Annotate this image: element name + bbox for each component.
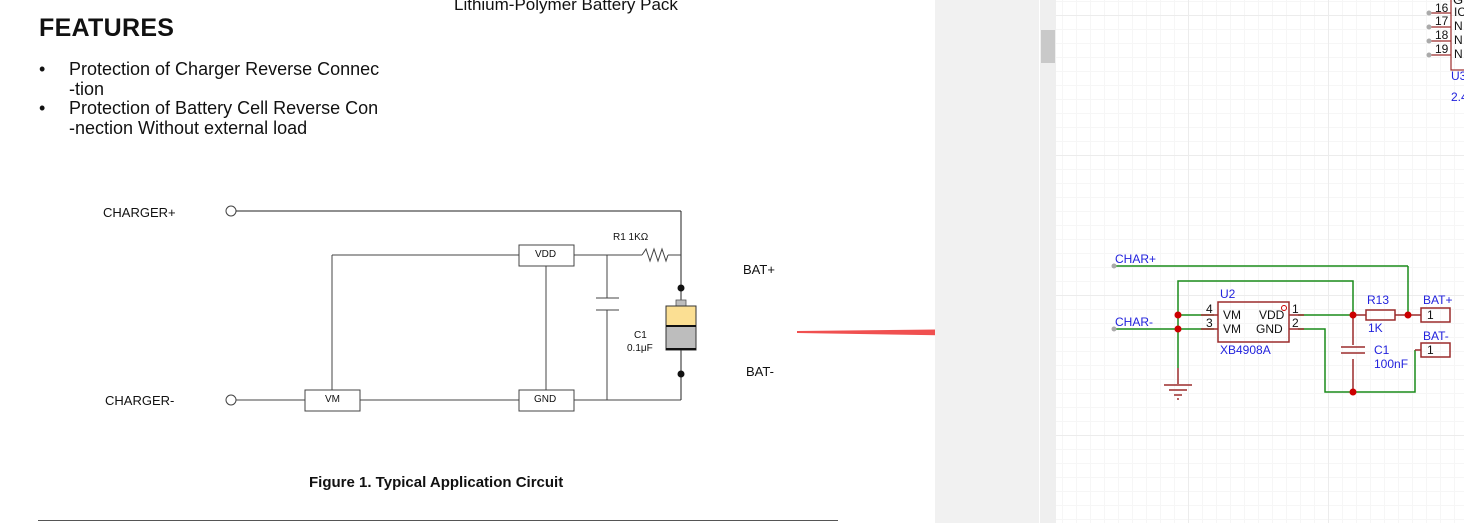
bat-minus-label: BAT-: [746, 364, 774, 379]
feature-text-line: Protection of Charger Reverse Connec: [69, 59, 380, 79]
bullet-icon: •: [39, 59, 46, 79]
junction-dot: [1174, 311, 1182, 319]
junction-dot: [1349, 311, 1357, 319]
u3-pin-number: 17: [1435, 14, 1449, 28]
c1-designator[interactable]: C1: [1374, 343, 1390, 357]
charger-plus-terminal: [225, 205, 237, 217]
feature-text-line: -nection Without external load: [69, 117, 308, 138]
u3-pin-number: 16: [1435, 1, 1449, 15]
schematic-drawing: [1111, 0, 1464, 400]
battery-cell-icon: [665, 299, 697, 351]
r13-designator[interactable]: R13: [1367, 293, 1390, 307]
bat-plus-connector-name[interactable]: BAT+: [1423, 293, 1453, 307]
u3-pin-name: IC: [1454, 5, 1464, 19]
junction-dot: [1349, 388, 1357, 396]
u2-pin-number: 2: [1292, 316, 1299, 330]
c1-value[interactable]: 100nF: [1374, 357, 1409, 371]
u2-pin-name: GND: [1256, 322, 1283, 336]
r1-resistor-symbol: [641, 247, 669, 263]
charger-minus-terminal: [225, 394, 237, 406]
bat-plus-label: BAT+: [743, 262, 775, 277]
char-plus-net-end: [1111, 263, 1117, 269]
u3-pin-number: 18: [1435, 28, 1449, 42]
pin1-marker-icon: [1281, 305, 1287, 311]
scrollbar-thumb[interactable]: [1041, 30, 1055, 63]
feature-item: • Protection of Battery Cell Reverse Con…: [39, 98, 469, 138]
ground-icon: [1164, 384, 1192, 400]
bat-minus-connector-name[interactable]: BAT-: [1423, 329, 1449, 343]
u3-pin-name: N: [1454, 33, 1463, 47]
net-label-char-plus[interactable]: CHAR+: [1115, 252, 1157, 266]
r13-value[interactable]: 1K: [1368, 321, 1383, 335]
c1-capacitor: [1341, 346, 1365, 354]
features-heading: FEATURES: [39, 14, 175, 42]
u3-top-pin-name: G: [1453, 0, 1463, 7]
pin-end: [1426, 10, 1432, 16]
junction-dot: [1404, 311, 1412, 319]
bat-plus-connector-pin: 1: [1427, 308, 1434, 322]
u2-body: [1217, 301, 1290, 343]
document-title-fragment: Lithium-Polymer Battery Pack: [454, 0, 678, 14]
net-label-char-minus[interactable]: CHAR-: [1115, 315, 1153, 329]
vdd-pin-label: VDD: [535, 249, 557, 260]
charger-plus-label: CHARGER+: [103, 205, 176, 220]
u2-pin-number: 1: [1292, 302, 1299, 316]
r1-label: R1 1KΩ: [613, 232, 649, 243]
junction-dot: [1174, 325, 1182, 333]
u3-pin-number: 19: [1435, 42, 1449, 56]
page-divider: [38, 520, 838, 521]
vm-pin-label: VM: [325, 394, 340, 405]
char-minus-net-end: [1111, 326, 1117, 332]
u2-pin-name: VM: [1223, 322, 1241, 336]
gnd-loop-wire: [1298, 328, 1416, 393]
vertical-scrollbar[interactable]: [1039, 0, 1056, 523]
bat-minus-connector-pin: 1: [1427, 343, 1434, 357]
pin-end: [1426, 52, 1432, 58]
feature-text-line: Protection of Battery Cell Reverse Con: [69, 98, 379, 118]
u3-designator[interactable]: U3: [1451, 69, 1464, 83]
application-circuit-figure: [225, 205, 697, 412]
u2-pin-name: VM: [1223, 308, 1241, 322]
u3-pin-name: N: [1454, 19, 1463, 33]
u3-value[interactable]: 2.4: [1451, 90, 1464, 104]
u2-pin-number: 4: [1206, 302, 1213, 316]
gnd-pin-label: GND: [534, 394, 557, 405]
feature-text-line: -tion: [69, 78, 105, 99]
editor-gutter: [935, 0, 1039, 523]
bat-plus-connector: [1420, 307, 1451, 323]
c1-value-label: 0.1μF: [627, 343, 653, 354]
u2-designator[interactable]: U2: [1220, 287, 1236, 301]
bat-minus-connector: [1420, 342, 1451, 358]
pin-end: [1426, 24, 1432, 30]
figure-caption: Figure 1. Typical Application Circuit: [309, 474, 564, 491]
u2-part-number[interactable]: XB4908A: [1220, 343, 1271, 357]
feature-item: • Protection of Charger Reverse Connec -…: [39, 59, 469, 99]
u3-partial-ic: [1426, 0, 1464, 71]
features-list: • Protection of Charger Reverse Connec -…: [39, 59, 469, 138]
schematic-canvas[interactable]: G 16 17 18 19 IC N N N U3 2.4 CHAR+ CHAR…: [1056, 0, 1464, 523]
datasheet-page: Lithium-Polymer Battery Pack FEATURES • …: [38, 0, 838, 521]
pin-end: [1426, 38, 1432, 44]
r13-resistor: [1365, 309, 1396, 321]
bat-plus-junction: [677, 284, 685, 292]
u2-pin-number: 3: [1206, 316, 1213, 330]
bat-minus-junction: [677, 370, 685, 378]
bullet-icon: •: [39, 98, 46, 118]
u3-pin-name: N: [1454, 47, 1463, 61]
u2-pin-name: VDD: [1259, 308, 1285, 322]
c1-label: C1: [634, 330, 647, 341]
charger-minus-label: CHARGER-: [105, 393, 175, 408]
vm-loop-wire: [1177, 280, 1354, 368]
